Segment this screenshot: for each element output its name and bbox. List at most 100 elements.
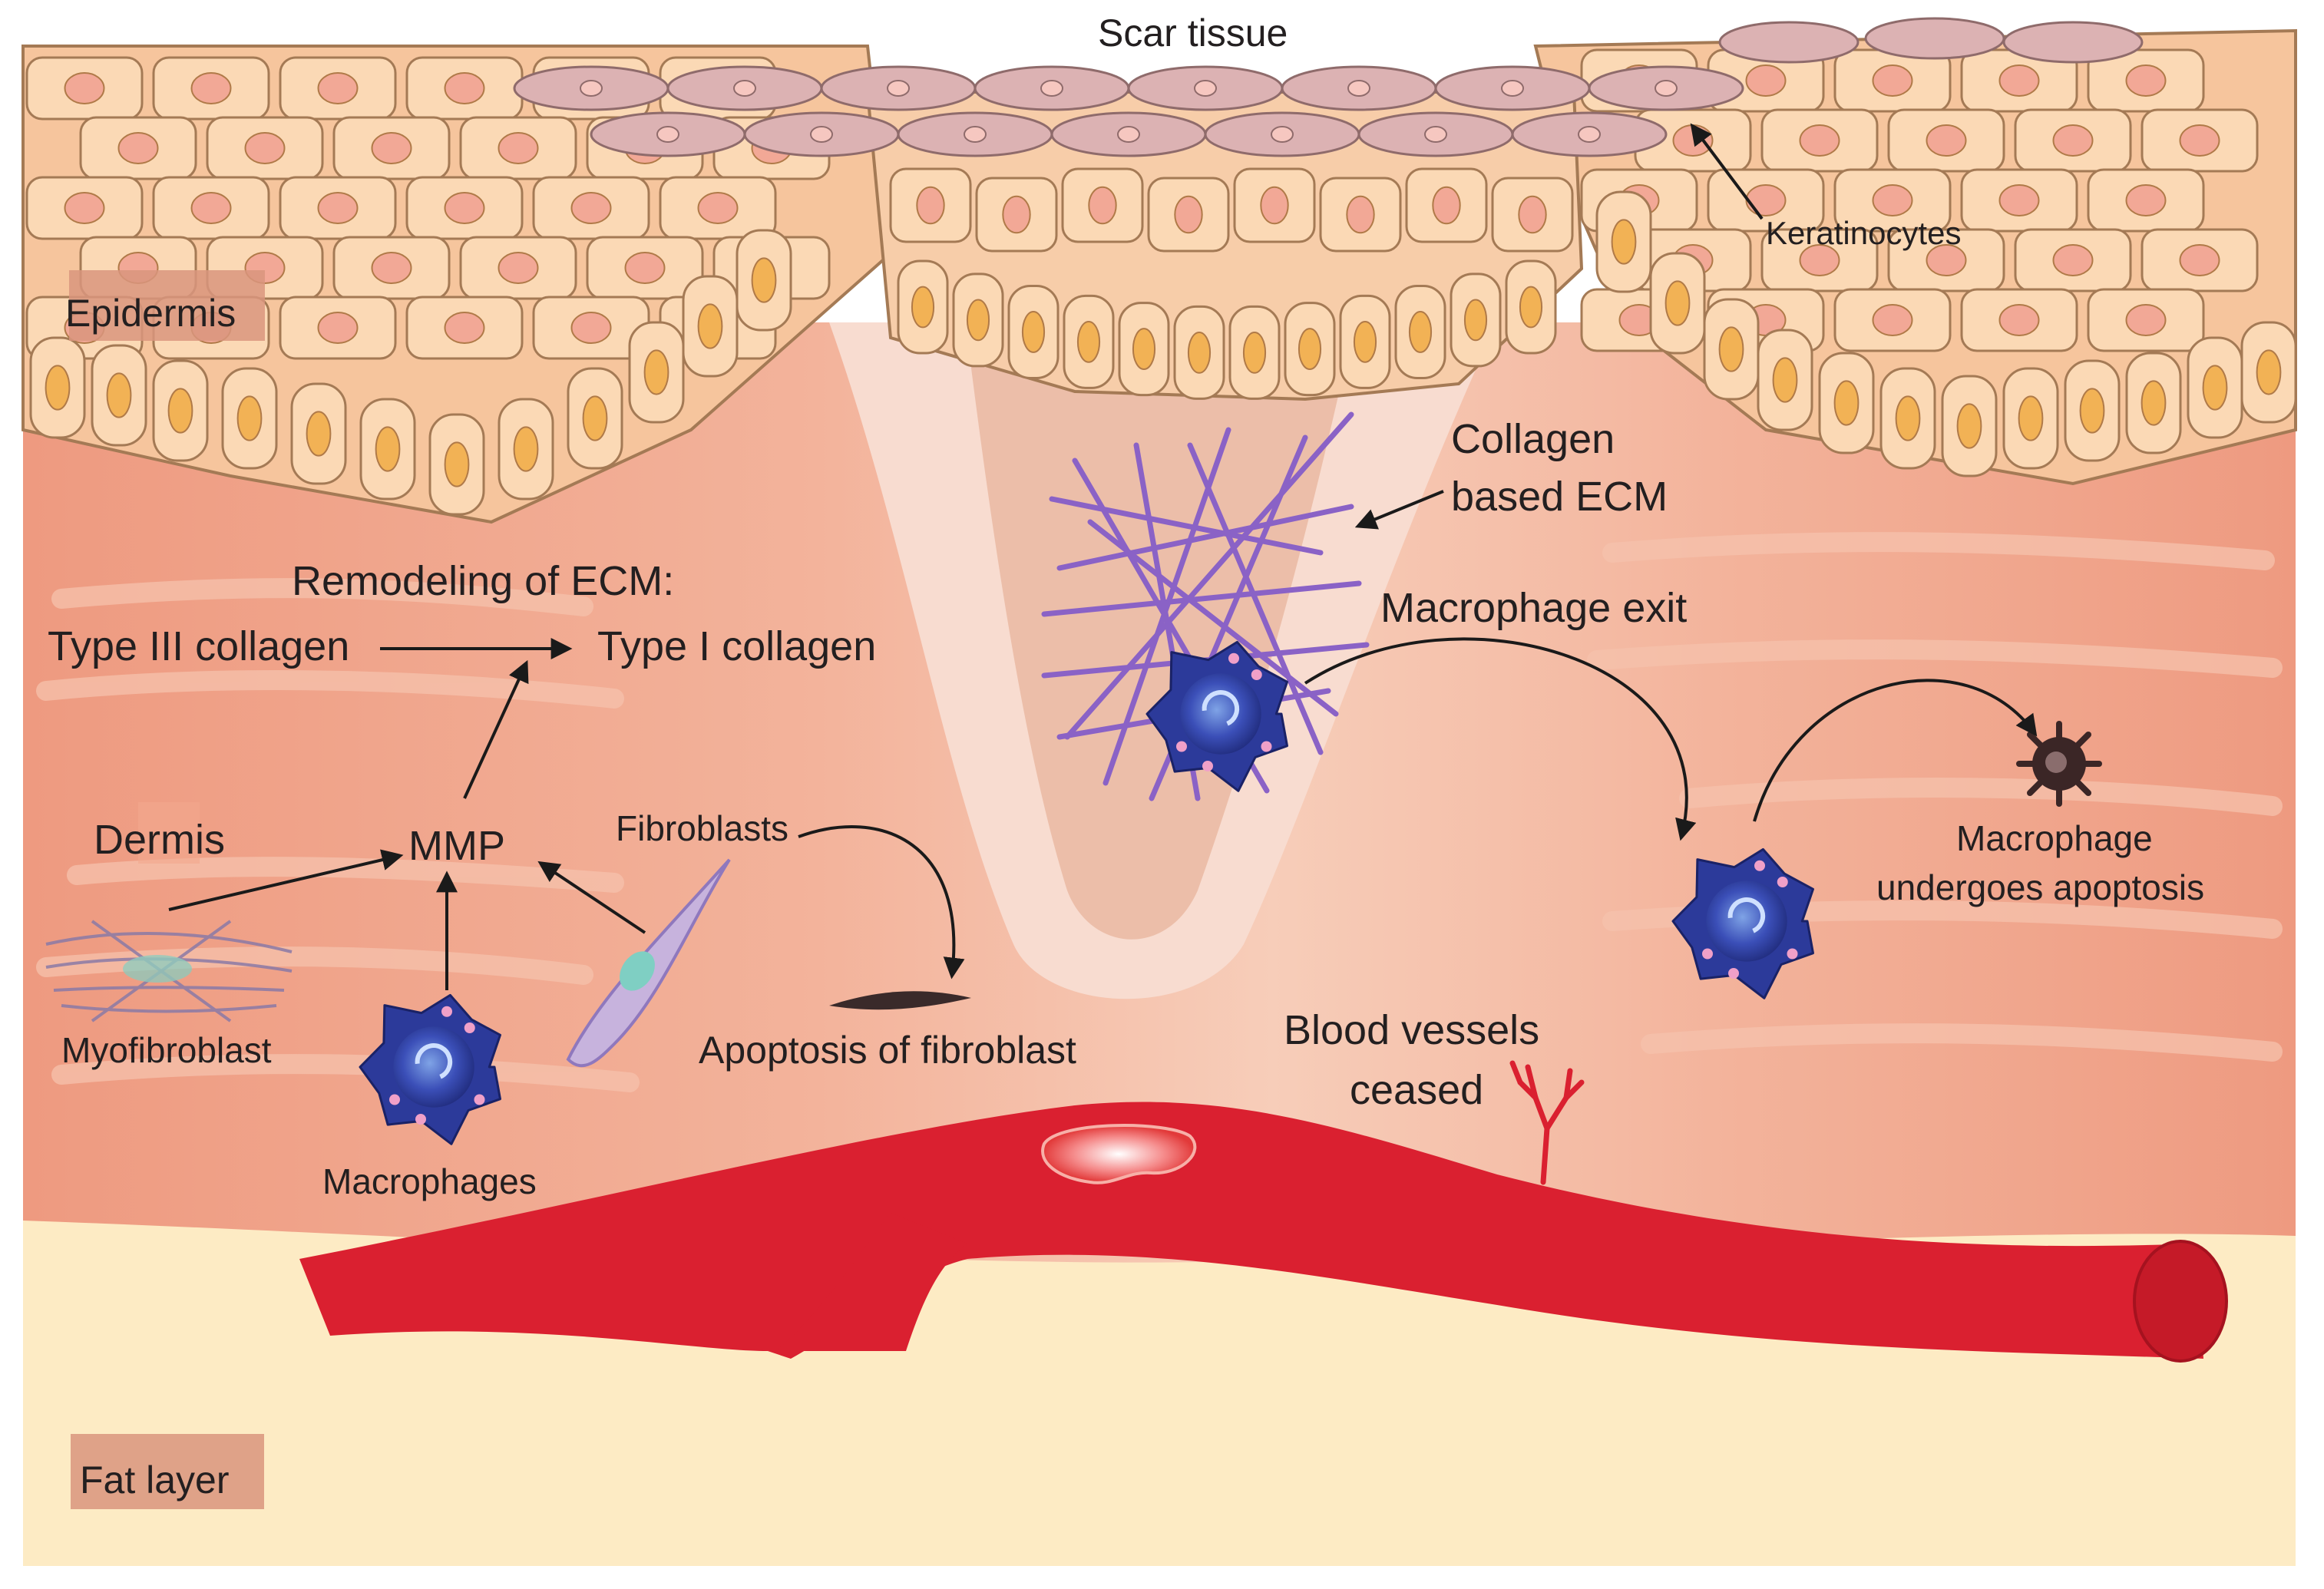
keratinocyte-cell bbox=[2064, 359, 2121, 462]
keratinocyte-cell bbox=[2240, 321, 2297, 424]
keratinocyte-cell bbox=[91, 344, 147, 447]
arrow-mmp-to-type1 bbox=[463, 659, 529, 799]
keratinocyte-cell bbox=[1833, 288, 1952, 352]
dermis-tag bbox=[138, 802, 200, 864]
myofibroblast-cell bbox=[45, 920, 293, 1022]
keratinocyte-cell bbox=[2087, 288, 2205, 352]
scar-cell bbox=[1718, 21, 1860, 64]
keratinocyte-cell bbox=[1505, 259, 1557, 355]
keratinocyte-cell bbox=[1173, 305, 1225, 400]
scar-cell bbox=[1864, 17, 2005, 60]
arrows bbox=[168, 123, 2038, 990]
keratinocyte-cell bbox=[1760, 108, 1879, 173]
scar-cell bbox=[1204, 111, 1360, 157]
scar-cell bbox=[2002, 21, 2144, 64]
keratinocyte-cell bbox=[1833, 48, 1952, 113]
label-macrophages: Macrophages bbox=[322, 1161, 537, 1201]
keratinocyte-cell bbox=[2125, 352, 2182, 454]
keratinocyte-cell bbox=[279, 296, 397, 360]
keratinocyte-cell bbox=[1061, 167, 1144, 243]
scar-cell bbox=[1050, 111, 1207, 157]
keratinocyte-cell bbox=[1595, 190, 1652, 293]
scar-cell bbox=[1511, 111, 1668, 157]
keratinocyte-cell bbox=[1284, 302, 1336, 397]
keratinocyte-cell bbox=[359, 398, 416, 500]
keratinocyte-cell bbox=[659, 176, 777, 240]
keratinocyte-cell bbox=[1228, 305, 1281, 400]
scar-cell bbox=[1588, 65, 1744, 111]
keratinocyte-cell bbox=[1960, 288, 2078, 352]
keratinocyte-cell bbox=[1319, 177, 1402, 253]
keratinocyte-cell bbox=[532, 176, 650, 240]
label-collagen-line1: Collagen bbox=[1451, 416, 1615, 462]
keratinocyte-cell bbox=[279, 176, 397, 240]
keratinocyte-cell bbox=[1118, 302, 1170, 397]
scar-cell bbox=[897, 111, 1053, 157]
scar-cell bbox=[1434, 65, 1591, 111]
keratinocyte-cell bbox=[79, 116, 197, 180]
keratinocyte-cell bbox=[459, 116, 577, 180]
label-scar-tissue: Scar tissue bbox=[1098, 12, 1288, 55]
keratinocyte-cell bbox=[1450, 273, 1502, 368]
keratinocyte-cell bbox=[152, 176, 270, 240]
blood-clot bbox=[1041, 1124, 1197, 1184]
epidermis-tag bbox=[69, 270, 265, 341]
keratinocyte-cell bbox=[2087, 48, 2205, 113]
keratinocyte-cell bbox=[1649, 252, 1706, 355]
label-remodeling: Remodeling of ECM: bbox=[292, 558, 674, 604]
label-blood-vessels: Blood vessels bbox=[1284, 1007, 1539, 1053]
keratinocyte-cell bbox=[2014, 108, 2132, 173]
arrow-keratinocytes bbox=[1690, 123, 1764, 220]
keratinocyte-cell bbox=[736, 229, 792, 332]
keratinocyte-cell bbox=[975, 177, 1058, 253]
label-fibroblasts: Fibroblasts bbox=[616, 808, 788, 848]
keratinocyte-cell bbox=[1394, 284, 1446, 379]
keratinocyte-cell bbox=[682, 275, 739, 378]
keratinocyte-cell bbox=[152, 56, 270, 121]
keratinocyte-cell bbox=[1887, 228, 2005, 292]
keratinocyte-cell bbox=[628, 321, 685, 424]
label-type1-collagen: Type I collagen bbox=[597, 623, 876, 669]
keratinocyte-cell bbox=[1405, 167, 1488, 243]
arrow-macrophage-exit bbox=[1304, 637, 1697, 841]
keratinocyte-cell bbox=[405, 176, 524, 240]
label-collagen-line2: based ECM bbox=[1451, 474, 1668, 520]
scar-cell bbox=[1357, 111, 1514, 157]
label-fat-layer: Fat layer bbox=[80, 1459, 230, 1501]
keratinocyte-cell bbox=[1833, 168, 1952, 233]
label-macrophage: Macrophage bbox=[1956, 818, 2153, 858]
keratinocyte-cell bbox=[332, 236, 451, 300]
label-undergoes-apoptosis: undergoes apoptosis bbox=[1876, 867, 2204, 907]
arrow-macrophage-apoptosis bbox=[1753, 679, 2038, 822]
label-epidermis: Epidermis bbox=[65, 292, 236, 335]
keratinocyte-cell bbox=[428, 413, 485, 516]
keratinocyte-cell bbox=[206, 116, 324, 180]
keratinocyte-cell bbox=[2087, 168, 2205, 233]
keratinocyte-cell bbox=[1760, 228, 1879, 292]
keratinocyte-cell bbox=[279, 56, 397, 121]
label-macrophage-exit: Macrophage exit bbox=[1380, 585, 1687, 631]
keratinocyte-cell bbox=[952, 273, 1004, 368]
keratinocyte-cell bbox=[1757, 329, 1813, 431]
arrow-myofibroblast-to-mmp bbox=[168, 849, 404, 911]
keratinocyte-cell bbox=[2141, 228, 2259, 292]
scar-cell bbox=[820, 65, 977, 111]
fat-layer-tag bbox=[71, 1434, 264, 1509]
keratinocyte-cell bbox=[586, 236, 704, 300]
keratinocyte-cell bbox=[1703, 298, 1760, 401]
keratinocyte-cell bbox=[1818, 352, 1875, 454]
label-apoptosis-fibroblast: Apoptosis of fibroblast bbox=[699, 1029, 1076, 1072]
arrow-collagen-ecm bbox=[1354, 490, 1444, 530]
scar-cell bbox=[1127, 65, 1284, 111]
keratinocyte-cell bbox=[459, 236, 577, 300]
apoptotic-fibroblast bbox=[829, 991, 971, 1010]
label-dermis: Dermis bbox=[94, 817, 225, 863]
keratinocyte-cell bbox=[221, 367, 278, 470]
macrophage-right bbox=[1671, 847, 1814, 999]
keratinocyte-cell bbox=[1960, 168, 2078, 233]
scar-cell bbox=[1281, 65, 1437, 111]
keratinocyte-cell bbox=[1491, 177, 1574, 253]
label-type3-collagen: Type III collagen bbox=[48, 623, 349, 669]
keratinocyte-cell bbox=[889, 167, 972, 243]
